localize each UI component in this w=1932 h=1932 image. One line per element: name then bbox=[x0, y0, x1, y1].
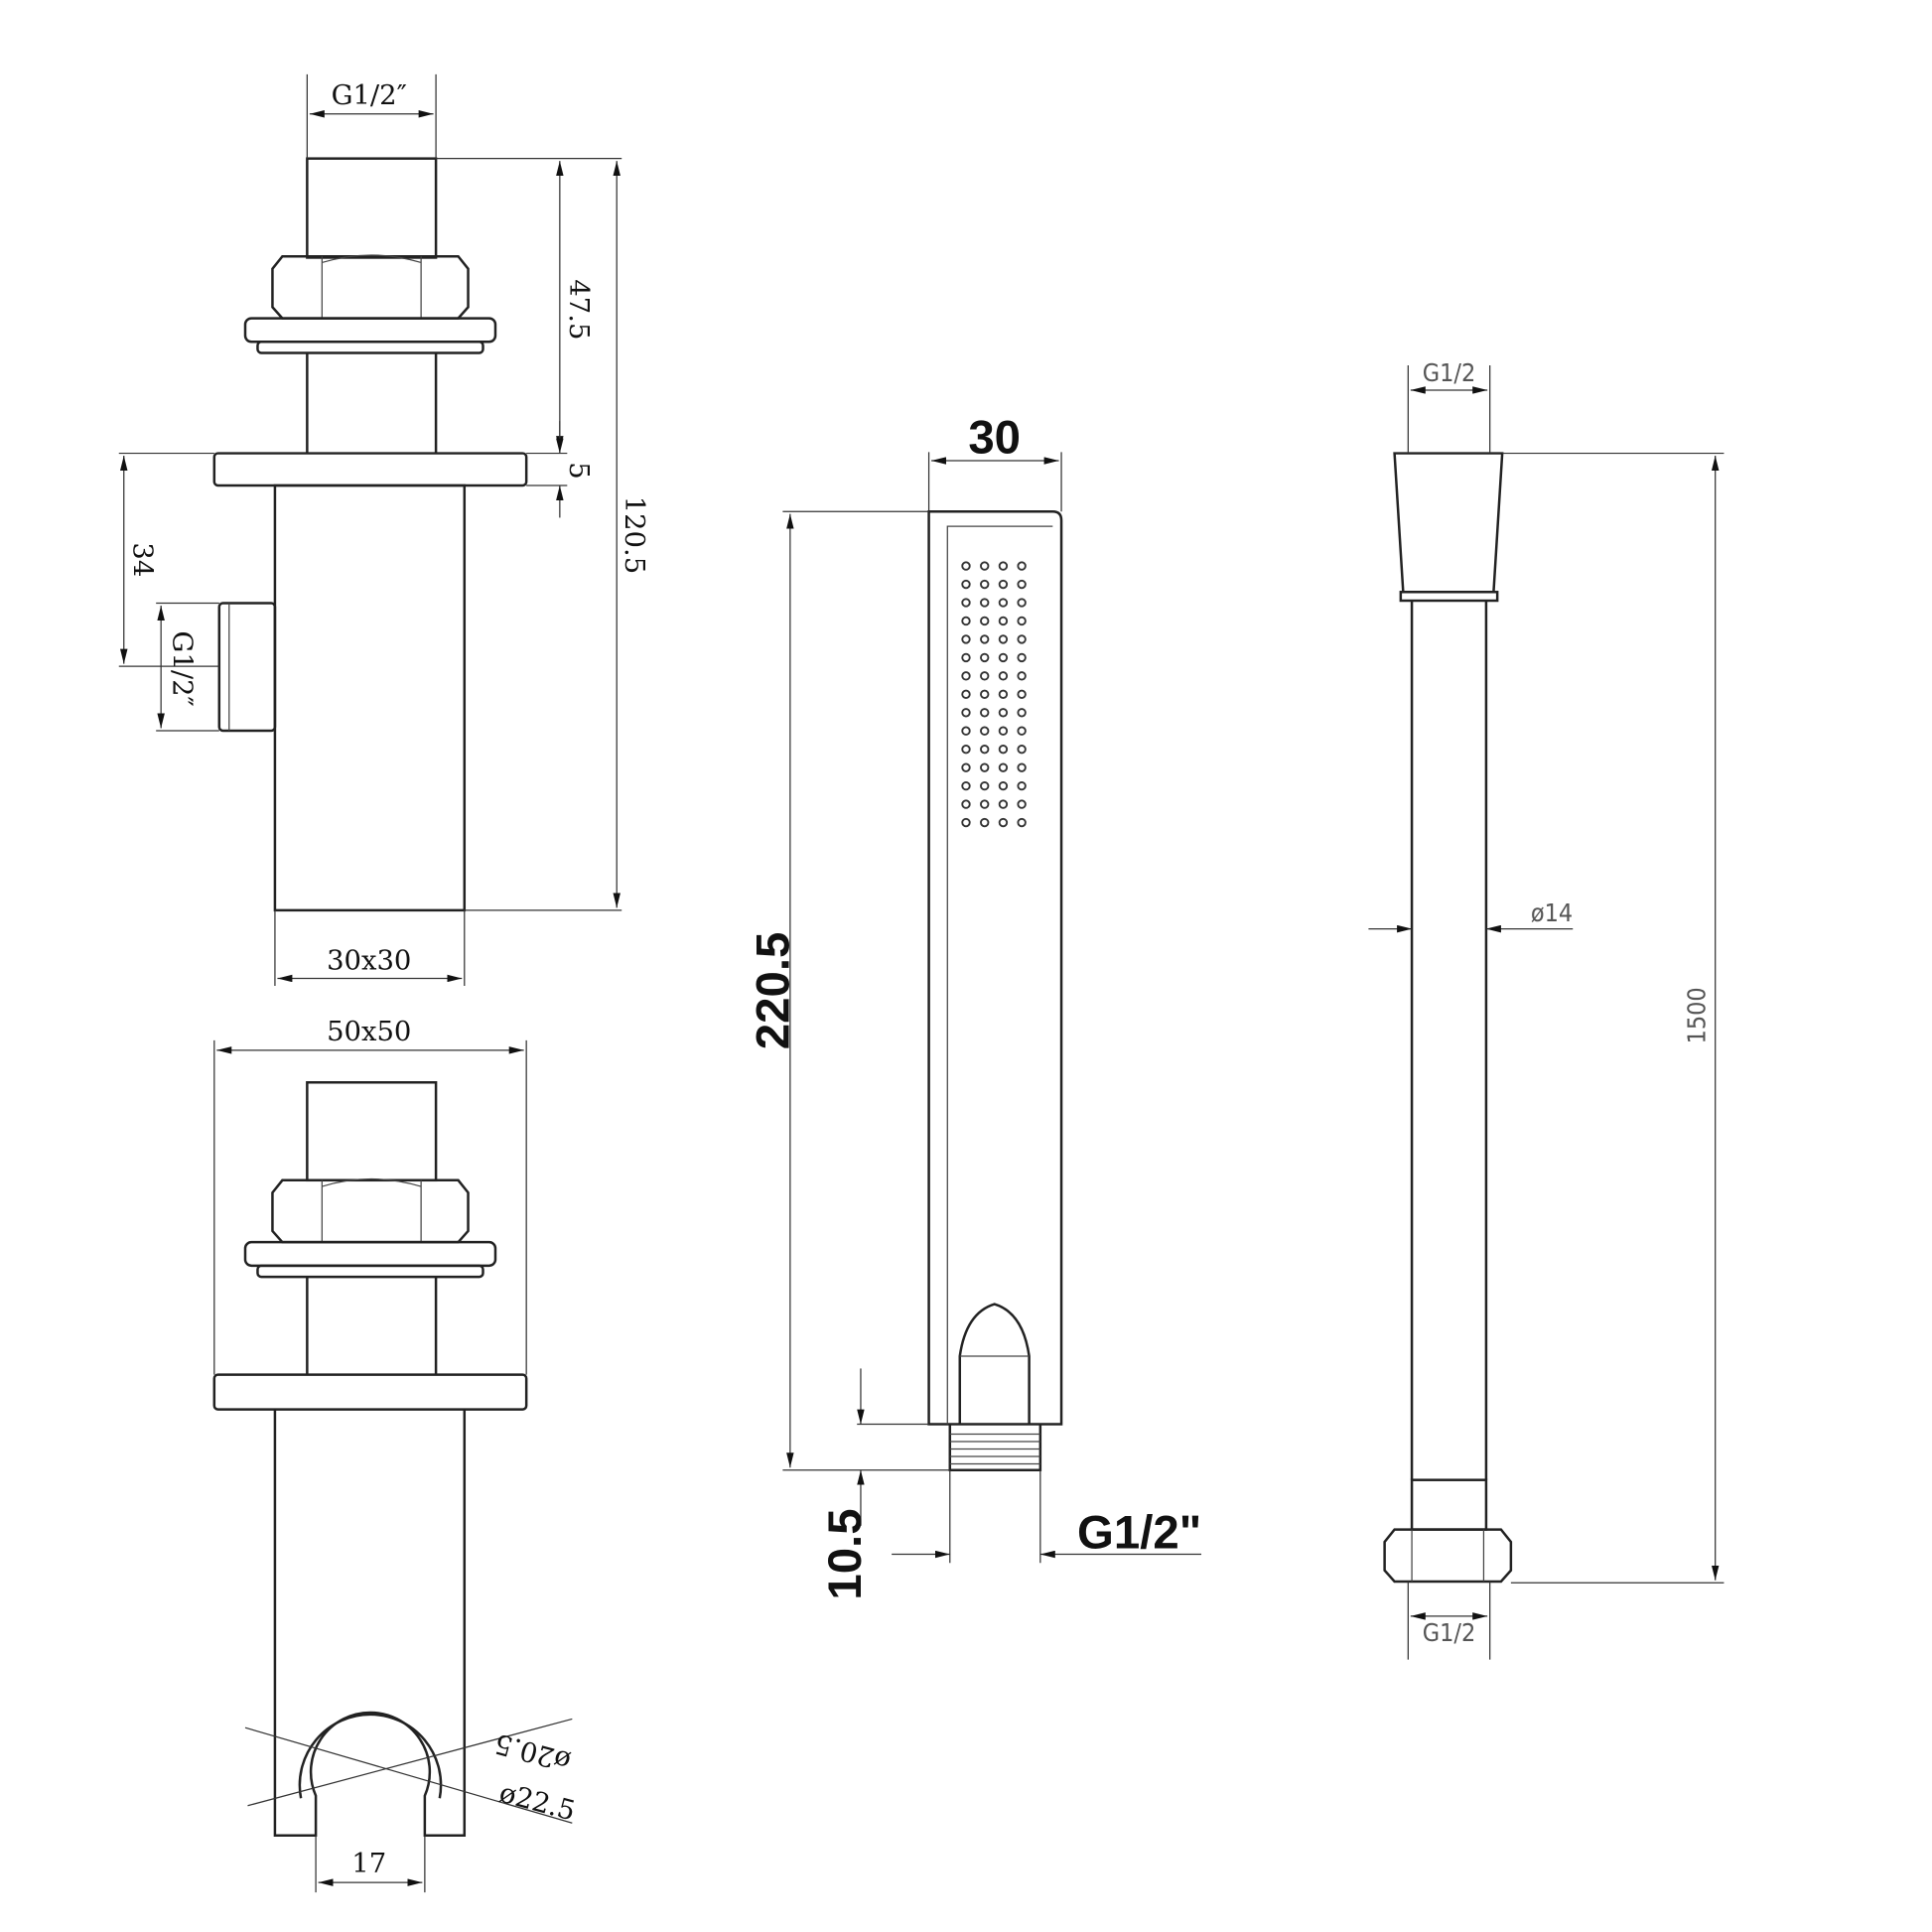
shower-arm-elbow-view: G1/2″ 47.5 5 120.5 34 G1/2″ 30x30 bbox=[118, 73, 649, 986]
spray-nozzle bbox=[980, 762, 990, 772]
spray-nozzle bbox=[961, 616, 971, 626]
spray-nozzle bbox=[961, 579, 971, 590]
spray-nozzle bbox=[1017, 579, 1027, 590]
spray-nozzle bbox=[1017, 616, 1027, 626]
spray-nozzle bbox=[1017, 745, 1027, 755]
dim-10-5-label: 10.5 bbox=[819, 1508, 872, 1599]
dim-50x50-label: 50x50 bbox=[327, 1017, 411, 1047]
spray-nozzle bbox=[961, 561, 971, 571]
dim-47-5-label: 47.5 bbox=[563, 279, 594, 340]
spray-nozzle bbox=[1017, 780, 1027, 791]
spray-nozzle bbox=[980, 689, 990, 699]
spray-nozzle bbox=[980, 671, 990, 681]
spray-nozzle bbox=[980, 561, 990, 571]
spray-nozzle bbox=[998, 708, 1009, 718]
spray-nozzle bbox=[1017, 799, 1027, 809]
spray-nozzle bbox=[961, 598, 971, 608]
spray-nozzle bbox=[980, 579, 990, 590]
spray-nozzle bbox=[998, 561, 1009, 571]
dim-120-5-label: 120.5 bbox=[619, 496, 649, 575]
spray-nozzle bbox=[998, 780, 1009, 791]
dim-5-label: 5 bbox=[563, 462, 594, 479]
spray-nozzle bbox=[998, 616, 1009, 626]
spray-nozzle bbox=[998, 762, 1009, 772]
spray-nozzle bbox=[998, 726, 1009, 736]
spray-nozzle bbox=[980, 780, 990, 791]
spray-nozzle bbox=[980, 799, 990, 809]
arm-side-thread-label: G1/2″ bbox=[167, 630, 198, 706]
handshower-thread-label: G1/2" bbox=[1077, 1506, 1201, 1559]
spray-nozzle bbox=[980, 616, 990, 626]
dim-17-label: 17 bbox=[351, 1849, 386, 1879]
hose-view: G1/2 ø14 1500 G1/2 bbox=[1368, 358, 1725, 1660]
spray-nozzle bbox=[1017, 708, 1027, 718]
spray-nozzle bbox=[998, 817, 1009, 828]
hose-bottom-thread-label: G1/2 bbox=[1423, 1618, 1476, 1647]
spray-nozzle bbox=[961, 652, 971, 663]
hose-diameter-label: ø14 bbox=[1531, 898, 1573, 927]
spray-nozzle bbox=[998, 745, 1009, 755]
spray-nozzle bbox=[961, 817, 971, 828]
spray-nozzle bbox=[961, 799, 971, 809]
spray-nozzle bbox=[1017, 634, 1027, 644]
hose-length-label: 1500 bbox=[1683, 987, 1712, 1043]
spray-nozzle bbox=[998, 634, 1009, 644]
handshower-holder-view: 50x50 ø20.5 ø22.5 17 bbox=[212, 1017, 579, 1893]
spray-nozzle bbox=[980, 745, 990, 755]
spray-nozzle bbox=[980, 634, 990, 644]
spray-nozzle bbox=[980, 817, 990, 828]
dia-20-5-label: ø20.5 bbox=[491, 1727, 574, 1777]
spray-nozzle bbox=[998, 598, 1009, 608]
spray-nozzle bbox=[1017, 561, 1027, 571]
dim-30-label: 30 bbox=[968, 412, 1021, 465]
spray-nozzle bbox=[998, 652, 1009, 663]
spray-nozzle bbox=[998, 689, 1009, 699]
spray-nozzles bbox=[961, 561, 1027, 828]
spray-nozzle bbox=[961, 689, 971, 699]
handshower-view: 30 220.5 10.5 G1/2" bbox=[748, 412, 1202, 1600]
spray-nozzle bbox=[1017, 598, 1027, 608]
spray-nozzle bbox=[1017, 817, 1027, 828]
spray-nozzle bbox=[998, 799, 1009, 809]
spray-nozzle bbox=[961, 671, 971, 681]
dia-22-5-label: ø22.5 bbox=[496, 1778, 579, 1828]
spray-nozzle bbox=[980, 708, 990, 718]
spray-nozzle bbox=[961, 634, 971, 644]
spray-nozzle bbox=[998, 671, 1009, 681]
spray-nozzle bbox=[1017, 726, 1027, 736]
spray-nozzle bbox=[980, 598, 990, 608]
arm-top-thread-label: G1/2″ bbox=[332, 80, 407, 111]
spray-nozzle bbox=[1017, 652, 1027, 663]
spray-nozzle bbox=[961, 762, 971, 772]
spray-nozzle bbox=[961, 745, 971, 755]
spray-nozzle bbox=[961, 780, 971, 791]
spray-nozzle bbox=[961, 726, 971, 736]
dim-34-label: 34 bbox=[127, 542, 158, 577]
spray-nozzle bbox=[980, 652, 990, 663]
spray-nozzle bbox=[961, 708, 971, 718]
spray-nozzle bbox=[1017, 762, 1027, 772]
spray-nozzle bbox=[998, 579, 1009, 590]
hose-top-thread-label: G1/2 bbox=[1423, 358, 1476, 387]
dim-30x30-label: 30x30 bbox=[327, 946, 411, 977]
dim-220-5-label: 220.5 bbox=[748, 932, 800, 1050]
spray-nozzle bbox=[980, 726, 990, 736]
spray-nozzle bbox=[1017, 671, 1027, 681]
spray-nozzle bbox=[1017, 689, 1027, 699]
